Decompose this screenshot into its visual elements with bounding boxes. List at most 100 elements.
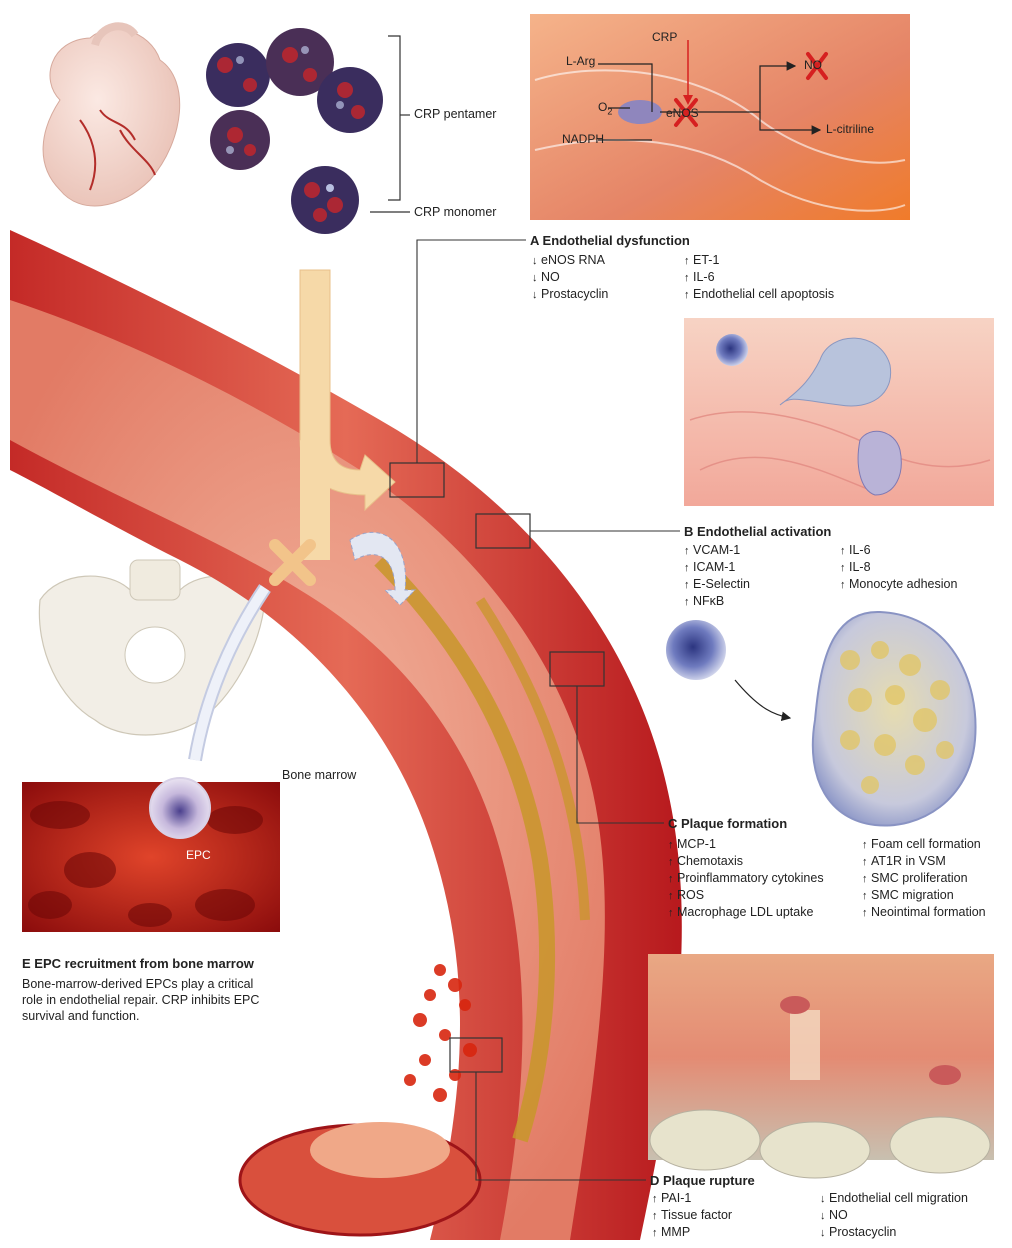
up-arrow-icon: ↑ <box>684 253 693 270</box>
panel-c-left-list: ↑MCP-1↑Chemotaxis↑Proinflammatory cytoki… <box>668 836 824 921</box>
up-arrow-icon: ↑ <box>684 287 693 304</box>
list-item-text: Prostacyclin <box>829 1225 896 1239</box>
panel-c-right-list: ↑Foam cell formation↑AT1R in VSM↑SMC pro… <box>862 836 986 921</box>
list-item: ↑MMP <box>652 1224 732 1241</box>
list-item: ↓Endothelial cell migration <box>820 1190 968 1207</box>
list-item: ↑Monocyte adhesion <box>840 576 957 593</box>
list-item-text: SMC proliferation <box>871 871 968 885</box>
list-item: ↑Tissue factor <box>652 1207 732 1224</box>
up-arrow-icon: ↑ <box>862 888 871 905</box>
list-item-text: NO <box>829 1208 848 1222</box>
list-item: ↑SMC proliferation <box>862 870 986 887</box>
list-item-text: Tissue factor <box>661 1208 732 1222</box>
list-item: ↑Neointimal formation <box>862 904 986 921</box>
list-item-text: IL-6 <box>849 543 871 557</box>
list-item-text: E-Selectin <box>693 577 750 591</box>
list-item: ↓Prostacyclin <box>820 1224 968 1241</box>
epc-label: EPC <box>186 848 211 862</box>
down-arrow-icon: ↓ <box>820 1208 829 1225</box>
inset-a-larg-label: L-Arg <box>566 54 595 68</box>
inset-a-nadph-label: NADPH <box>562 132 604 146</box>
panel-e-body: Bone-marrow-derived EPCs play a critical… <box>22 976 262 1024</box>
panel-d-right-list: ↓Endothelial cell migration↓NO↓Prostacyc… <box>820 1190 968 1241</box>
down-arrow-icon: ↓ <box>532 287 541 304</box>
foam-cell <box>813 612 976 826</box>
list-item: ↑Endothelial cell apoptosis <box>684 286 834 303</box>
list-item-text: Foam cell formation <box>871 837 981 851</box>
list-item: ↑Chemotaxis <box>668 853 824 870</box>
up-arrow-icon: ↑ <box>652 1225 661 1242</box>
list-item-text: ROS <box>677 888 704 902</box>
up-arrow-icon: ↑ <box>862 837 871 854</box>
list-item: ↑ET-1 <box>684 252 834 269</box>
crp-monomer-label: CRP monomer <box>414 205 496 219</box>
list-item: ↑PAI-1 <box>652 1190 732 1207</box>
list-item: ↑IL-6 <box>684 269 834 286</box>
up-arrow-icon: ↑ <box>668 837 677 854</box>
list-item-text: Macrophage LDL uptake <box>677 905 813 919</box>
up-arrow-icon: ↑ <box>684 560 693 577</box>
up-arrow-icon: ↑ <box>840 543 849 560</box>
up-arrow-icon: ↑ <box>668 854 677 871</box>
down-arrow-icon: ↓ <box>820 1225 829 1242</box>
list-item-text: Chemotaxis <box>677 854 743 868</box>
list-item: ↑Foam cell formation <box>862 836 986 853</box>
up-arrow-icon: ↑ <box>684 594 693 611</box>
list-item: ↓NO <box>820 1207 968 1224</box>
up-arrow-icon: ↑ <box>668 871 677 888</box>
list-item-text: MMP <box>661 1225 690 1239</box>
panel-d-left-list: ↑PAI-1↑Tissue factor↑MMP <box>652 1190 732 1241</box>
up-arrow-icon: ↑ <box>684 577 693 594</box>
list-item: ↑E-Selectin <box>684 576 750 593</box>
artery-illustration <box>10 230 682 1240</box>
list-item: ↑IL-6 <box>840 542 957 559</box>
up-arrow-icon: ↑ <box>862 905 871 922</box>
crp-pentamer-molecule <box>206 28 383 170</box>
panel-a-right-list: ↑ET-1↑IL-6↑Endothelial cell apoptosis <box>684 252 834 303</box>
list-item: ↑MCP-1 <box>668 836 824 853</box>
down-arrow-icon: ↓ <box>532 253 541 270</box>
inset-a-enos-label: eNOS <box>666 106 699 120</box>
list-item-text: VCAM-1 <box>693 543 740 557</box>
monocyte-cell <box>666 620 726 680</box>
heart-illustration <box>43 26 180 206</box>
list-item: ↑Proinflammatory cytokines <box>668 870 824 887</box>
epc-cell <box>150 778 210 838</box>
list-item-text: Neointimal formation <box>871 905 986 919</box>
list-item: ↑ICAM-1 <box>684 559 750 576</box>
panel-d-title: D Plaque rupture <box>650 1172 755 1189</box>
panel-a-title: A Endothelial dysfunction <box>530 232 690 249</box>
list-item: ↑ROS <box>668 887 824 904</box>
panel-e-title: E EPC recruitment from bone marrow <box>22 955 254 972</box>
list-item-text: NFκB <box>693 594 724 608</box>
list-item-text: Endothelial cell migration <box>829 1191 968 1205</box>
list-item-text: MCP-1 <box>677 837 716 851</box>
up-arrow-icon: ↑ <box>862 854 871 871</box>
list-item: ↑Macrophage LDL uptake <box>668 904 824 921</box>
down-arrow-icon: ↓ <box>820 1191 829 1208</box>
crp-monomer-molecule <box>291 166 359 234</box>
list-item: ↑VCAM-1 <box>684 542 750 559</box>
list-item-text: Proinflammatory cytokines <box>677 871 824 885</box>
list-item-text: eNOS RNA <box>541 253 605 267</box>
list-item: ↓Prostacyclin <box>532 286 608 303</box>
up-arrow-icon: ↑ <box>668 888 677 905</box>
inset-a-no-label: NO <box>804 58 822 72</box>
list-item-text: ICAM-1 <box>693 560 735 574</box>
list-item: ↓NO <box>532 269 608 286</box>
list-item-text: IL-6 <box>693 270 715 284</box>
down-arrow-icon: ↓ <box>532 270 541 287</box>
list-item: ↓eNOS RNA <box>532 252 608 269</box>
list-item-text: SMC migration <box>871 888 954 902</box>
panel-b-left-list: ↑VCAM-1↑ICAM-1↑E-Selectin↑NFκB <box>684 542 750 610</box>
inset-a-crp-label: CRP <box>652 30 677 44</box>
list-item-text: IL-8 <box>849 560 871 574</box>
up-arrow-icon: ↑ <box>652 1191 661 1208</box>
inset-a-o2-label: O2 <box>598 100 612 116</box>
crp-pentamer-label: CRP pentamer <box>414 107 496 121</box>
list-item-text: Prostacyclin <box>541 287 608 301</box>
up-arrow-icon: ↑ <box>668 905 677 922</box>
list-item: ↑AT1R in VSM <box>862 853 986 870</box>
list-item-text: AT1R in VSM <box>871 854 946 868</box>
